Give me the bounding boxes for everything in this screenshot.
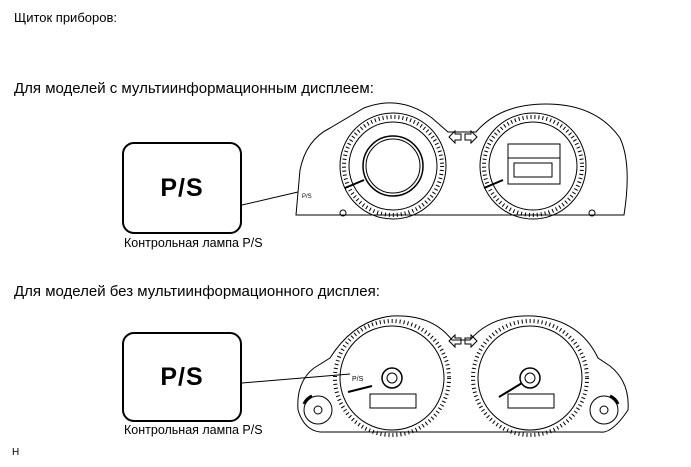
ps-callout-box: P/S — [122, 332, 242, 422]
left-gauge-ring — [348, 121, 438, 211]
left-gauge-needle — [344, 179, 365, 189]
turn-right-arrow-icon — [464, 333, 478, 349]
section-heading-without-display: Для моделей без мультиинформационного ди… — [14, 283, 380, 300]
right-gauge-hub — [519, 367, 541, 389]
left-odometer — [369, 393, 417, 409]
right-gauge-ticks — [482, 115, 584, 217]
multi-info-display — [507, 143, 561, 185]
left-gauge-ticks — [333, 319, 451, 437]
left-gauge-ticks — [342, 115, 444, 217]
left-gauge-ring-outer — [339, 112, 447, 220]
ps-callout-box: P/S — [122, 142, 242, 234]
cluster-housing — [295, 102, 628, 216]
ps-leader-line — [241, 373, 351, 384]
ps-lamp-caption: Контрольная лампа P/S — [124, 423, 263, 437]
left-gauge-needle — [347, 385, 373, 393]
right-gauge-ring — [477, 325, 583, 431]
fuel-gauge — [303, 395, 333, 425]
page-title: Щиток приборов: — [14, 10, 117, 25]
right-odometer — [507, 393, 555, 409]
left-gauge-hub — [365, 138, 421, 194]
right-gauge-needle — [498, 382, 523, 398]
right-gauge-ticks — [471, 319, 589, 437]
ps-leader-line — [241, 191, 299, 206]
temperature-gauge — [589, 395, 619, 425]
figure-code: H — [12, 447, 20, 458]
section-heading-with-display: Для моделей с мультиинформационным диспл… — [14, 80, 374, 97]
turn-left-arrow-icon — [448, 333, 462, 349]
turn-left-arrow-icon — [448, 129, 462, 145]
trip-knob — [339, 209, 347, 217]
ps-gauge-label: P/S — [302, 194, 312, 200]
left-gauge-center — [362, 135, 424, 197]
instrument-cluster-without-display — [241, 315, 629, 437]
left-gauge-hub — [381, 367, 403, 389]
ps-callout-label: P/S — [160, 173, 204, 202]
turn-right-arrow-icon — [464, 129, 478, 145]
instrument-cluster-with-display — [241, 102, 628, 220]
ps-gauge-label: P/S — [352, 376, 364, 383]
right-gauge-ring — [488, 121, 578, 211]
dimmer-knob — [588, 209, 596, 217]
right-gauge-ring-outer — [479, 112, 587, 220]
ps-callout-label: P/S — [160, 362, 204, 391]
cluster-housing — [297, 315, 629, 433]
right-gauge-needle — [483, 179, 504, 189]
ps-lamp-caption: Контрольная лампа P/S — [124, 236, 263, 250]
left-gauge-ring — [339, 325, 445, 431]
